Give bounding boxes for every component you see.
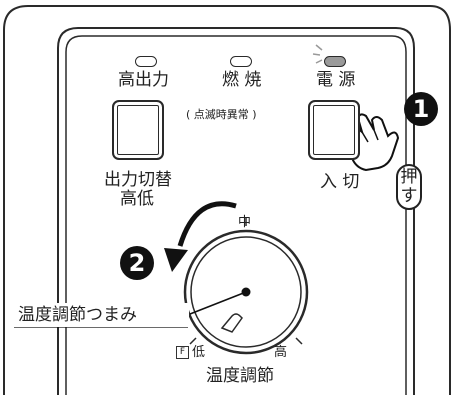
power-label: 電 源 xyxy=(316,70,356,90)
combustion-lamp xyxy=(230,56,252,67)
output-switch-label: 出力切替 xyxy=(104,170,172,190)
push-badge: 押 す xyxy=(396,164,422,210)
dial-high-label: 高 xyxy=(274,345,288,360)
dial-callout-label: 温度調節つまみ xyxy=(14,303,189,327)
push-badge-bottom: す xyxy=(400,186,418,206)
step-2-marker: 2 xyxy=(120,246,154,280)
high-output-label: 高出力 xyxy=(118,70,169,90)
output-switch-button[interactable] xyxy=(112,100,164,160)
output-switch-sub-label: 高低 xyxy=(120,189,154,209)
high-output-lamp xyxy=(135,56,157,67)
blink-rays-icon xyxy=(312,44,323,64)
power-switch-label: 入 切 xyxy=(320,172,360,192)
step-1-marker: 1 xyxy=(404,92,438,126)
combustion-label: 燃 焼 xyxy=(222,70,262,90)
power-lamp xyxy=(324,56,346,67)
dial-caption: 温度調節 xyxy=(206,366,274,386)
push-badge-top: 押 xyxy=(400,167,418,187)
dial-low-prefix: F xyxy=(176,346,189,359)
dial-mid-label: 中 xyxy=(238,215,252,230)
combustion-note: ( 点滅時異常 ) xyxy=(186,108,257,121)
power-button[interactable] xyxy=(308,100,360,160)
dial-low-text: 低 xyxy=(192,345,206,360)
temperature-dial[interactable] xyxy=(183,218,309,355)
